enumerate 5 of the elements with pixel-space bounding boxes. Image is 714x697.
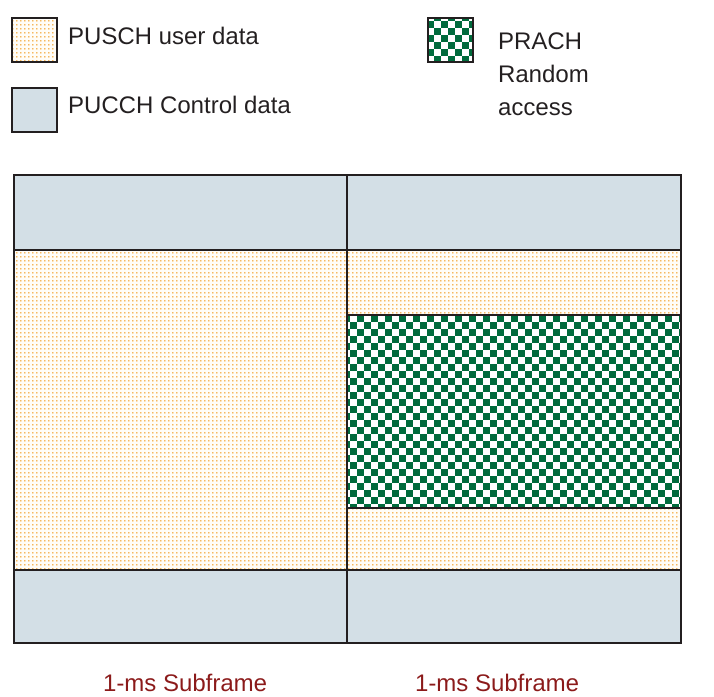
legend-label: PUCCH Control data	[68, 91, 292, 121]
subframe-label: 1-ms Subframe	[414, 670, 580, 697]
subframe-label: 1-ms Subframe	[102, 670, 268, 697]
legend-label: PRACH Random access	[498, 27, 590, 123]
legend-label: PUSCH user data	[68, 22, 260, 52]
